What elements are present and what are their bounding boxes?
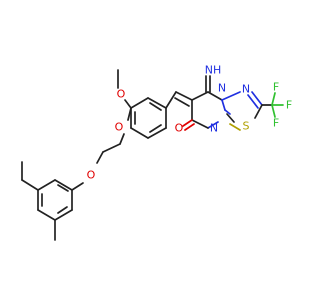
ethyl-group <box>21 161 39 191</box>
ether-oxygen-right: O <box>115 121 124 134</box>
structure-drawing: O O O NH <box>21 64 292 241</box>
aryl-ring-left <box>37 179 73 221</box>
ether-oxygen-left: O <box>87 169 96 182</box>
methoxy-group <box>117 69 132 109</box>
ring-nitrogen-bridge: N <box>218 82 226 95</box>
fluorine-right: F <box>286 99 292 112</box>
thiadiazole-ring <box>221 91 263 131</box>
ring-sulfur: S <box>243 120 250 133</box>
pyrimidinone-ring <box>191 91 226 129</box>
carbonyl-group <box>182 119 195 131</box>
fluorine-bottom: F <box>273 117 279 130</box>
imine-group <box>205 75 211 93</box>
methoxy-oxygen: O <box>117 88 126 101</box>
methylidene-bridge <box>165 91 193 109</box>
ethylene-linker <box>71 133 125 191</box>
imine-nh: NH <box>205 64 222 77</box>
ring-nitrogen-bottom: N <box>210 122 218 135</box>
ring-nitrogen-top: N <box>242 83 250 96</box>
benzene-ring-central <box>127 97 167 139</box>
fluorine-top: F <box>273 81 279 94</box>
molecule-canvas: O O O NH <box>21 64 292 241</box>
trifluoromethyl-group <box>261 92 284 118</box>
carbonyl-oxygen: O <box>175 122 184 135</box>
